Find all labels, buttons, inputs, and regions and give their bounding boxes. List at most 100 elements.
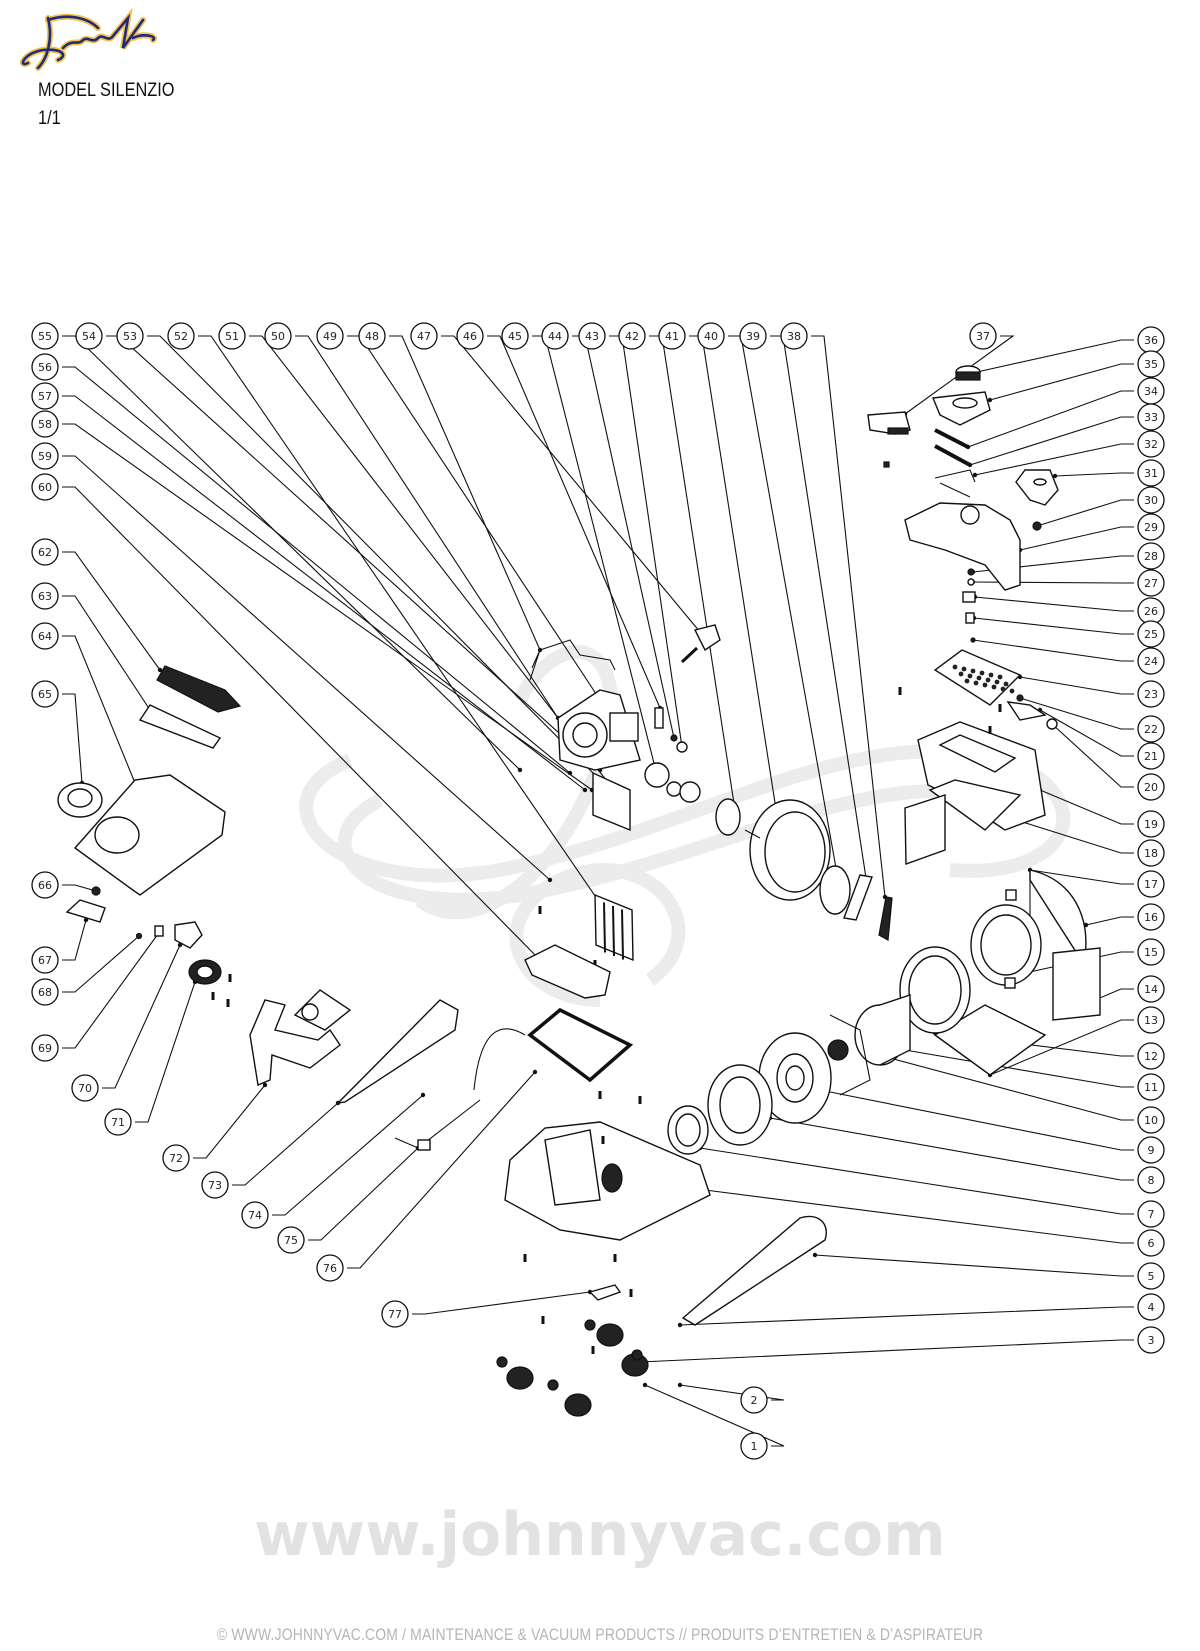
- part-39-bar: [843, 874, 873, 921]
- callout-number: 36: [1144, 334, 1158, 347]
- callout-circle: [1137, 870, 1165, 898]
- callout-number: 44: [548, 330, 562, 343]
- leader-dot-57: [582, 787, 588, 793]
- part-callout-53: 53: [116, 322, 144, 350]
- callout-circle: [780, 322, 808, 350]
- callout-number: 12: [1144, 1050, 1158, 1063]
- part-callout-23: 23: [1137, 680, 1165, 708]
- filter-hole: [985, 677, 991, 683]
- callout-circle: [456, 322, 484, 350]
- part-callout-41: 41: [658, 322, 686, 350]
- leader-line-24: [972, 639, 1134, 662]
- filter-hole: [958, 671, 964, 677]
- leader-line-55: [62, 335, 521, 771]
- caster-wheel: [506, 1366, 534, 1390]
- part-callout-24: 24: [1137, 647, 1165, 675]
- callout-number: 5: [1148, 1270, 1155, 1283]
- callout-number: 40: [704, 330, 718, 343]
- callout-number: 71: [111, 1116, 125, 1129]
- callout-number: 59: [38, 450, 52, 463]
- callout-circle: [697, 322, 725, 350]
- filter-hole: [970, 668, 976, 674]
- callout-number: 62: [38, 546, 52, 559]
- leader-line-14: [1094, 988, 1134, 1001]
- leader-dot-2: [677, 1382, 683, 1388]
- leader-line-56: [62, 366, 571, 774]
- part-callout-27: 27: [1137, 569, 1165, 597]
- wheel-bushing: [584, 1319, 596, 1331]
- part-callout-13: 13: [1137, 1006, 1165, 1034]
- callout-circle: [31, 353, 59, 381]
- callout-number: 74: [248, 1209, 262, 1222]
- part-callout-17: 17: [1137, 870, 1165, 898]
- part-callout-6: 6: [1137, 1229, 1165, 1257]
- leader-line-53: [147, 335, 601, 781]
- leader-line-59: [62, 455, 551, 881]
- part-17-filter-pad: [904, 794, 946, 865]
- part-callout-38: 38: [780, 322, 808, 350]
- part-callout-77: 77: [381, 1300, 409, 1328]
- leader-line-77: [412, 1291, 591, 1315]
- part-70-seal: [174, 921, 203, 949]
- part-27: [967, 578, 975, 586]
- leader-line-1: [644, 1384, 785, 1447]
- callout-circle: [1137, 647, 1165, 675]
- filter-hole: [952, 664, 958, 670]
- leader-line-67: [62, 919, 87, 961]
- callout-circle: [1137, 680, 1165, 708]
- leader-line-11: [904, 1049, 1134, 1088]
- part-40-ring: [819, 865, 851, 915]
- callout-number: 13: [1144, 1014, 1158, 1027]
- leader-line-69: [62, 933, 159, 1049]
- filter-hole: [1009, 688, 1015, 694]
- callout-circle: [31, 538, 59, 566]
- part-46-clip: [654, 707, 664, 729]
- callout-number: 18: [1144, 847, 1158, 860]
- callout-number: 27: [1144, 577, 1158, 590]
- callout-circle: [1137, 350, 1165, 378]
- part-34-strip: [934, 428, 969, 449]
- callout-number: 69: [38, 1042, 52, 1055]
- callout-number: 76: [323, 1262, 337, 1275]
- part-callout-40: 40: [697, 322, 725, 350]
- part-66: [91, 886, 101, 896]
- callout-number: 21: [1144, 750, 1158, 763]
- part-24: [970, 637, 976, 643]
- screw: [613, 1254, 617, 1262]
- callout-circle: [104, 1108, 132, 1136]
- callout-number: 56: [38, 361, 52, 374]
- part-callout-60: 60: [31, 473, 59, 501]
- screw: [629, 1289, 633, 1297]
- leader-line-3: [639, 1339, 1134, 1363]
- screw: [638, 1096, 642, 1104]
- callout-circle: [31, 978, 59, 1006]
- part-spacer: [1004, 977, 1016, 989]
- part-callout-76: 76: [316, 1254, 344, 1282]
- leader-line-58: [62, 423, 593, 791]
- callout-number: 75: [284, 1234, 298, 1247]
- part-44: [670, 734, 678, 742]
- filter-hole: [967, 673, 973, 679]
- callout-number: 16: [1144, 911, 1158, 924]
- filter-hole: [961, 666, 967, 672]
- leader-line-34: [967, 390, 1134, 448]
- part-callout-20: 20: [1137, 773, 1165, 801]
- leader-line-71: [135, 981, 196, 1123]
- leader-line-48: [389, 335, 541, 651]
- part-callout-35: 35: [1137, 350, 1165, 378]
- callout-circle: [740, 1432, 768, 1460]
- part-69: [154, 925, 164, 937]
- leader-line-44: [572, 335, 675, 739]
- leader-dot-55: [517, 767, 523, 773]
- filter-hole: [1000, 686, 1006, 692]
- callout-circle: [1137, 430, 1165, 458]
- part-62-grille: [156, 665, 242, 713]
- filter-hole: [994, 679, 1000, 685]
- callout-circle: [1137, 1229, 1165, 1257]
- leader-line-62: [62, 551, 161, 671]
- caster-wheel: [564, 1393, 592, 1417]
- leader-line-10: [859, 1049, 1134, 1121]
- part-callout-72: 72: [162, 1144, 190, 1172]
- part-21-board: [1006, 701, 1047, 721]
- part-26: [962, 591, 976, 603]
